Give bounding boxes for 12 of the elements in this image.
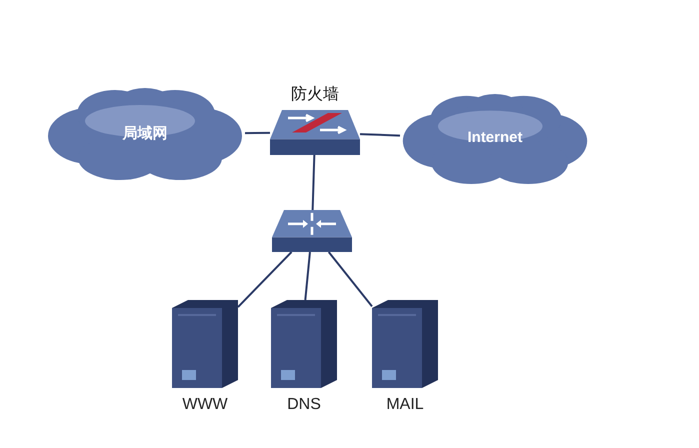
network-label: MAIL [385,396,425,414]
network-label: 局域网 [121,124,168,143]
connector-line [244,132,270,134]
connector-line [328,251,373,307]
network-label: WWW [181,396,229,414]
connector-line [312,154,316,210]
connector-line [304,252,311,300]
connector-line [237,251,292,308]
network-label: Internet [466,129,524,146]
connector-line [360,133,400,137]
network-label: DNS [286,396,322,414]
network-label: 防火墙 [290,84,340,105]
